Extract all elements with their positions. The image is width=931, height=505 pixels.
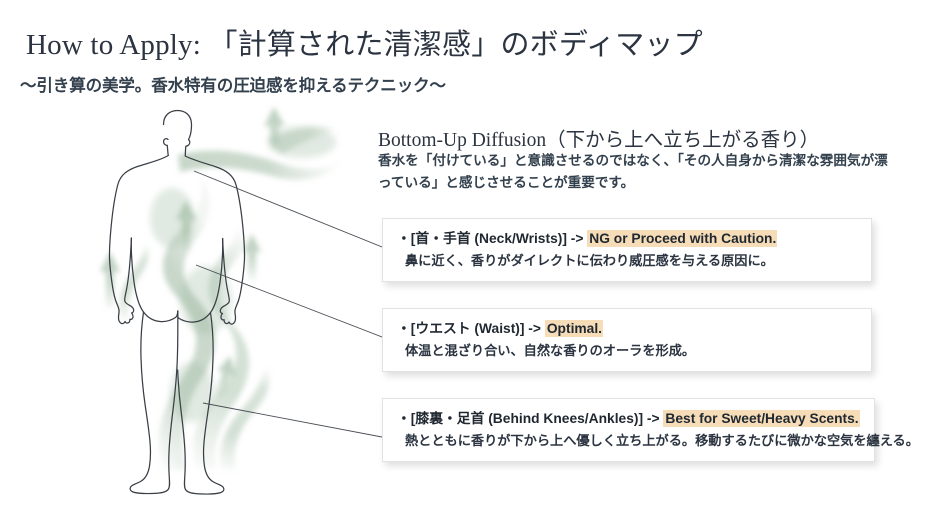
page-subtitle: 〜引き算の美学。香水特有の圧迫感を抑えるテクニック〜 bbox=[20, 77, 446, 95]
section-body: 香水を「付けている」と意識させるのではなく、「その人自身から清潔な雰囲気が漂って… bbox=[378, 153, 888, 191]
section-heading: Bottom-Up Diffusion（下から上へ立ち上がる香り） bbox=[378, 130, 820, 151]
callout-detail: 体温と混ざり合い、自然な香りのオーラを形成。 bbox=[405, 343, 696, 358]
callout-prefix: ・[ウエスト (Waist)] -> bbox=[397, 321, 545, 336]
page-title: How to Apply: 「計算された清潔感」のボディマップ bbox=[26, 29, 703, 61]
callout-title: ・[膝裏・足首 (Behind Knees/Ankles)] -> Best f… bbox=[397, 409, 860, 429]
callout-prefix: ・[首・手首 (Neck/Wrists)] -> bbox=[397, 231, 588, 246]
callout-detail: 熱とともに香りが下から上へ優しく立ち上がる。移動するたびに微かな空気を纏える。 bbox=[405, 433, 919, 448]
callout-highlight: NG or Proceed with Caution. bbox=[587, 230, 778, 247]
callout-card-behind-knees-ankles[interactable]: ・[膝裏・足首 (Behind Knees/Ankles)] -> Best f… bbox=[382, 398, 919, 463]
callout-highlight: Best for Sweet/Heavy Scents. bbox=[663, 410, 860, 427]
up-arrow-icon bbox=[100, 107, 285, 400]
callout-card-neck-wrists[interactable]: ・[首・手首 (Neck/Wrists)] -> NG or Proceed w… bbox=[382, 218, 872, 283]
callout-highlight: Optimal. bbox=[544, 320, 604, 337]
callout-title: ・[首・手首 (Neck/Wrists)] -> NG or Proceed w… bbox=[397, 229, 857, 249]
leader-line-icon bbox=[193, 170, 383, 438]
callout-prefix: ・[膝裏・足首 (Behind Knees/Ankles)] -> bbox=[397, 411, 664, 426]
human-body-silhouette-icon bbox=[108, 109, 246, 495]
callout-detail: 鼻に近く、香りがダイレクトに伝わり威圧感を与える原因に。 bbox=[405, 253, 774, 268]
scent-halo-icon bbox=[150, 126, 336, 422]
rising-scent-wisp-icon bbox=[118, 126, 344, 470]
callout-title: ・[ウエスト (Waist)] -> Optimal. bbox=[397, 319, 857, 339]
callout-card-waist[interactable]: ・[ウエスト (Waist)] -> Optimal. 体温と混ざり合い、自然な… bbox=[382, 308, 872, 373]
